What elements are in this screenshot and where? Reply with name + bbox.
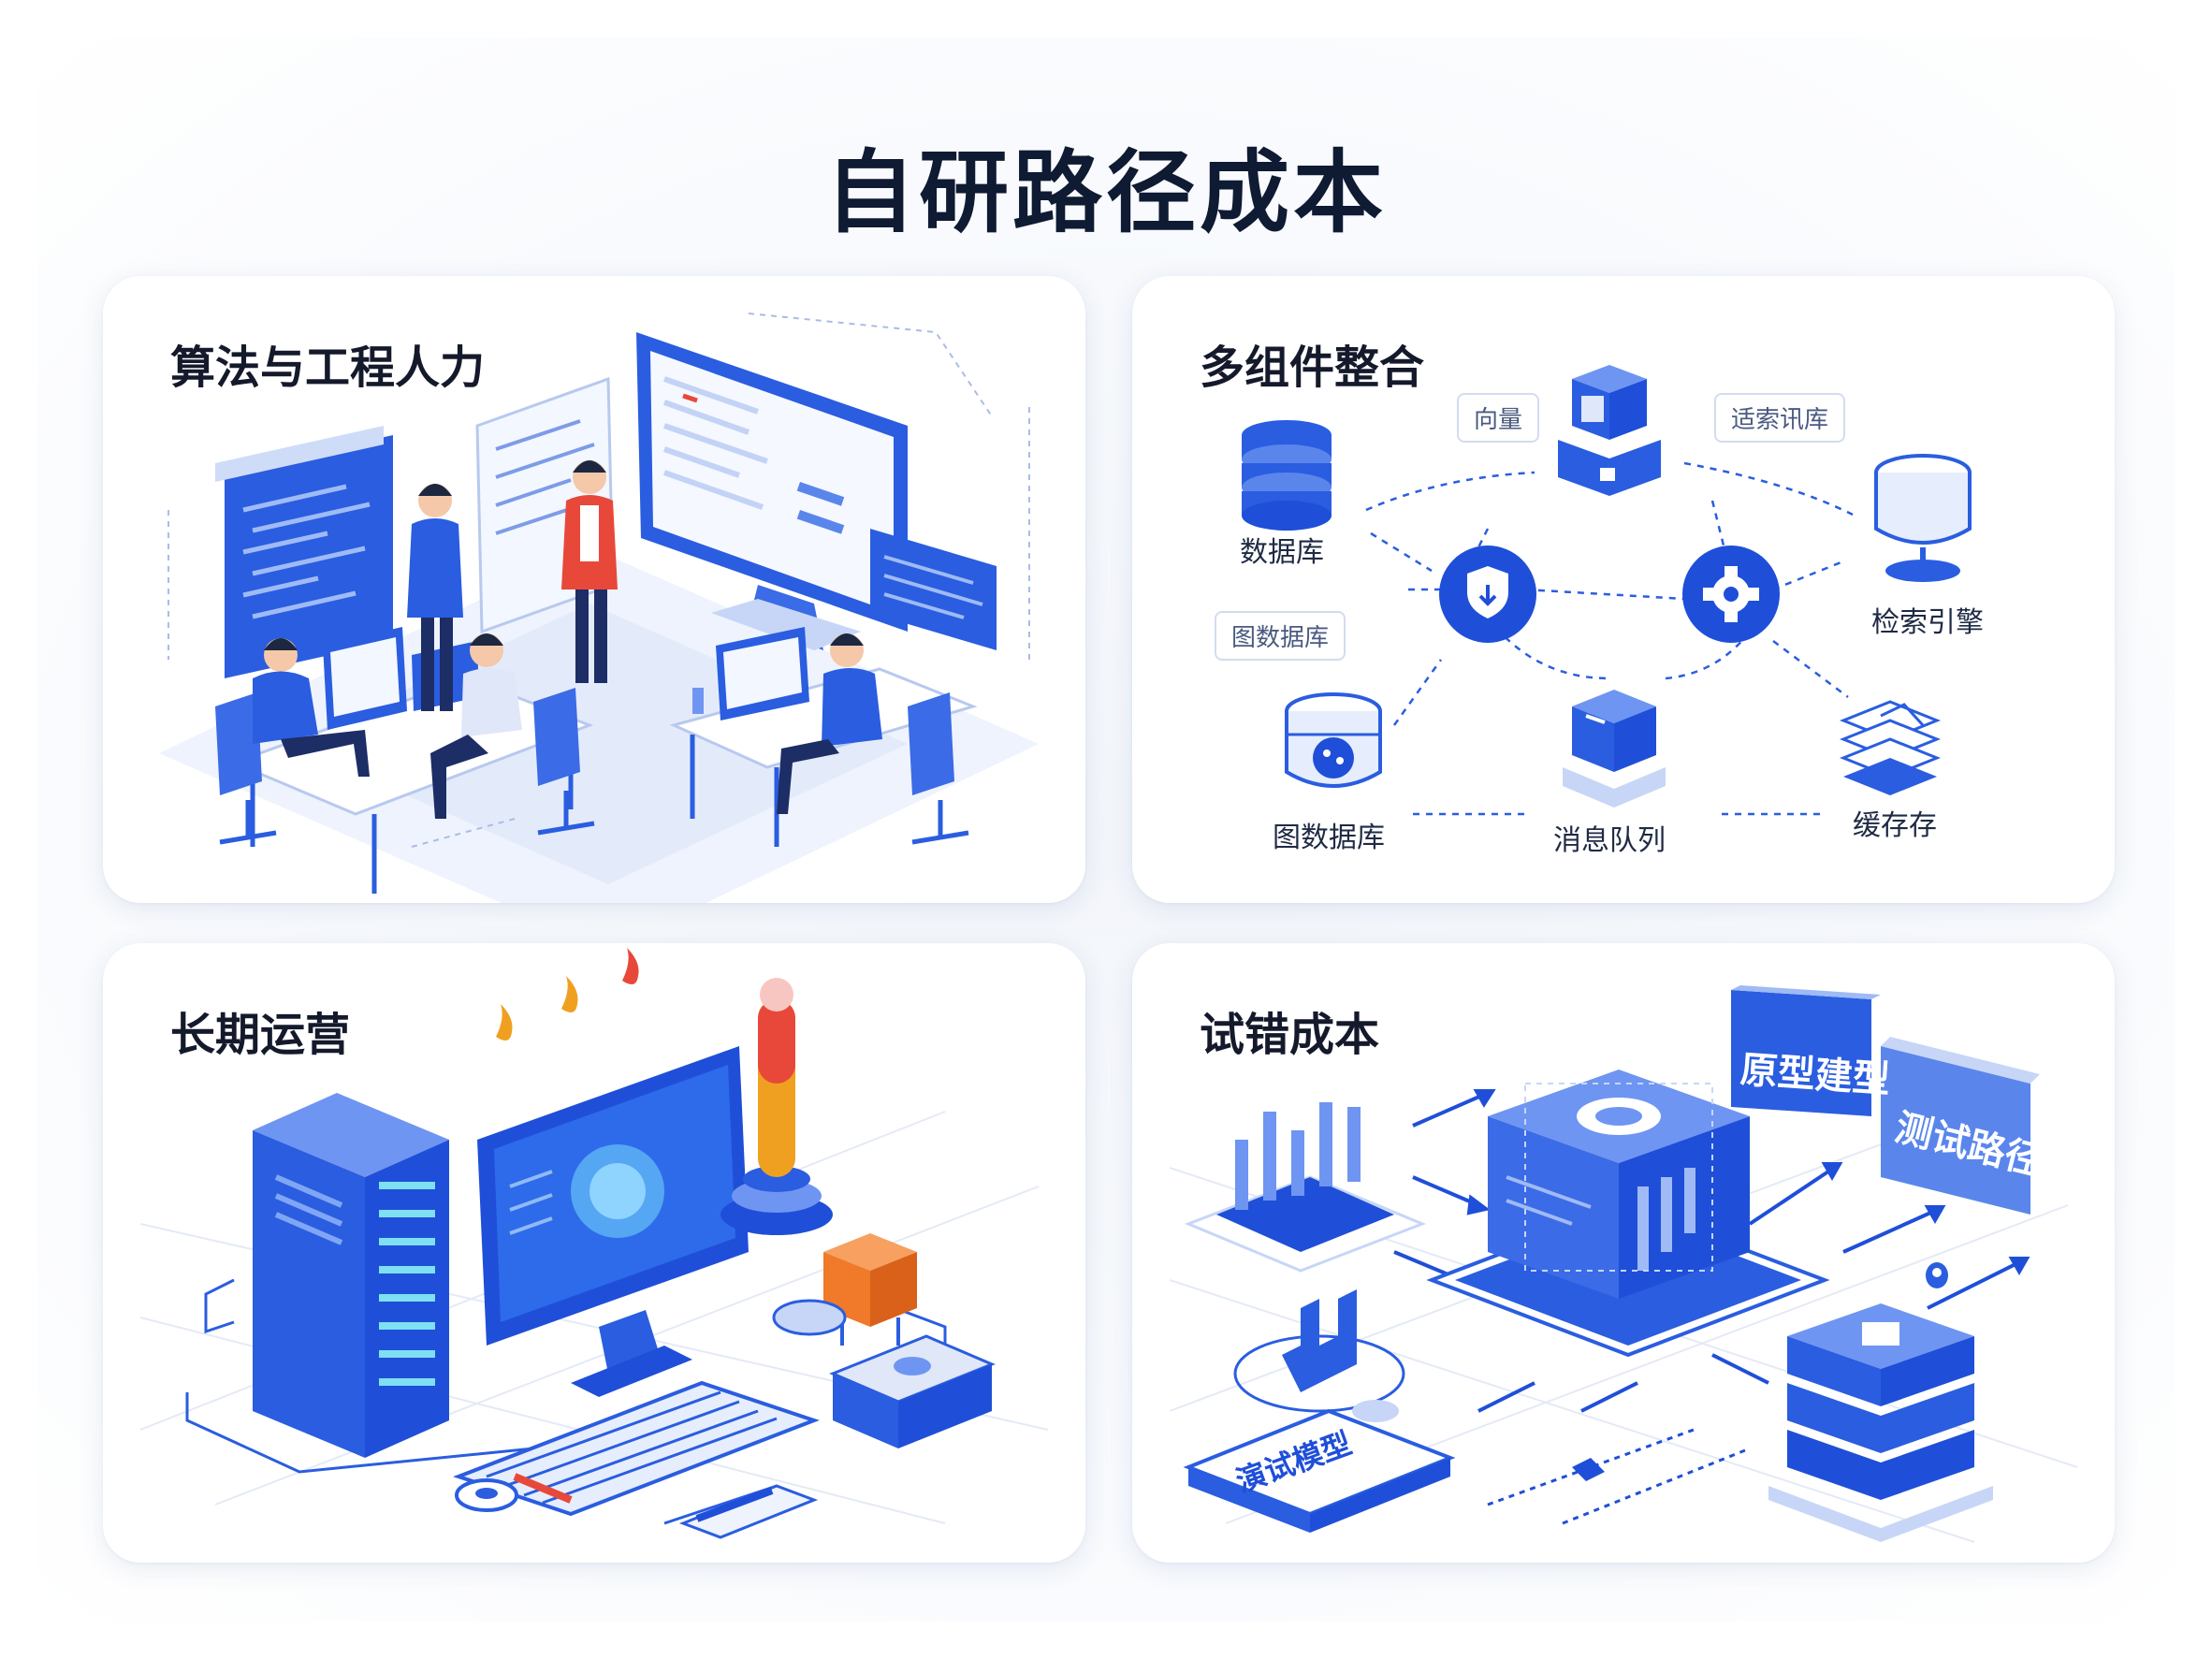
person-standing-left (407, 484, 463, 711)
server-rack-icon (253, 1093, 449, 1458)
bar-chart-platform-icon (1184, 1102, 1427, 1273)
card-title: 算法与工程人力 (170, 342, 486, 394)
person-seated-center (430, 633, 522, 819)
flow-arrows (1393, 1089, 2030, 1413)
cache-icon (1839, 700, 1942, 795)
card-long-term-operations: 长期运营 (103, 943, 1085, 1563)
node-label-cache: 缓存存 (1853, 809, 1937, 842)
card-title: 长期运营 (170, 1009, 351, 1061)
trial-error-illustration (1169, 985, 2078, 1543)
search-engine-icon (1874, 454, 1972, 582)
data-panel-icon (870, 529, 997, 650)
card-multi-component-integration: 多组件整合 (1132, 276, 2115, 903)
node-label-message-queue: 消息队列 (1553, 824, 1666, 857)
temperature-gauge-icon (720, 978, 833, 1235)
message-queue-icon (1563, 690, 1666, 808)
large-monitor-icon (636, 332, 908, 650)
monitor-dashboard-icon (477, 1046, 749, 1397)
chip-vector: 向量 (1457, 393, 1540, 443)
prototype-tag-icon (1731, 985, 1881, 1116)
operations-illustration (139, 948, 1049, 1539)
vector-store-icon (1558, 365, 1661, 496)
flame-icon (496, 948, 639, 1041)
database-icon (1242, 420, 1332, 531)
node-label-graph-database: 图数据库 (1273, 822, 1385, 854)
card-title: 多组件整合 (1200, 342, 1425, 394)
page-title: 自研路径成本 (825, 140, 1387, 245)
keyboard-icon (453, 1380, 820, 1517)
shield-hub-icon (1439, 546, 1536, 643)
pen-tool-icon (455, 1473, 819, 1539)
chairs (215, 688, 969, 845)
office-team-illustration (159, 313, 1039, 903)
node-label-database: 数据库 (1240, 536, 1324, 569)
node-label-search-engine: 检索引擎 (1871, 606, 1984, 639)
location-icon (1926, 1262, 1948, 1288)
gear-hub-icon (1682, 546, 1780, 643)
card-trial-and-error-cost: 试错成本 (1132, 943, 2115, 1563)
router-device-icon (829, 1334, 996, 1448)
tag-label-prototype: 原型建型 (1739, 1048, 1892, 1102)
central-building-icon (1426, 1070, 1830, 1358)
chip-search-index: 适索讯库 (1714, 393, 1846, 443)
card-engineering-manpower: 算法与工程人力 (103, 276, 1085, 903)
person-presenter (561, 460, 618, 683)
person-seated-right (777, 633, 882, 814)
mouse-icon (772, 1299, 847, 1336)
chip-graph-database: 图数据库 (1215, 611, 1346, 661)
component-network-diagram (1242, 365, 1972, 816)
card-title: 试错成本 (1200, 1009, 1380, 1061)
server-stack-icon (1768, 1303, 1993, 1542)
person-seated-left (253, 638, 370, 777)
graph-database-icon (1285, 692, 1382, 788)
test-model-plate-icon (1183, 1289, 1456, 1533)
code-panel-icon (215, 426, 393, 678)
test-path-tag-icon (1881, 1037, 2040, 1215)
